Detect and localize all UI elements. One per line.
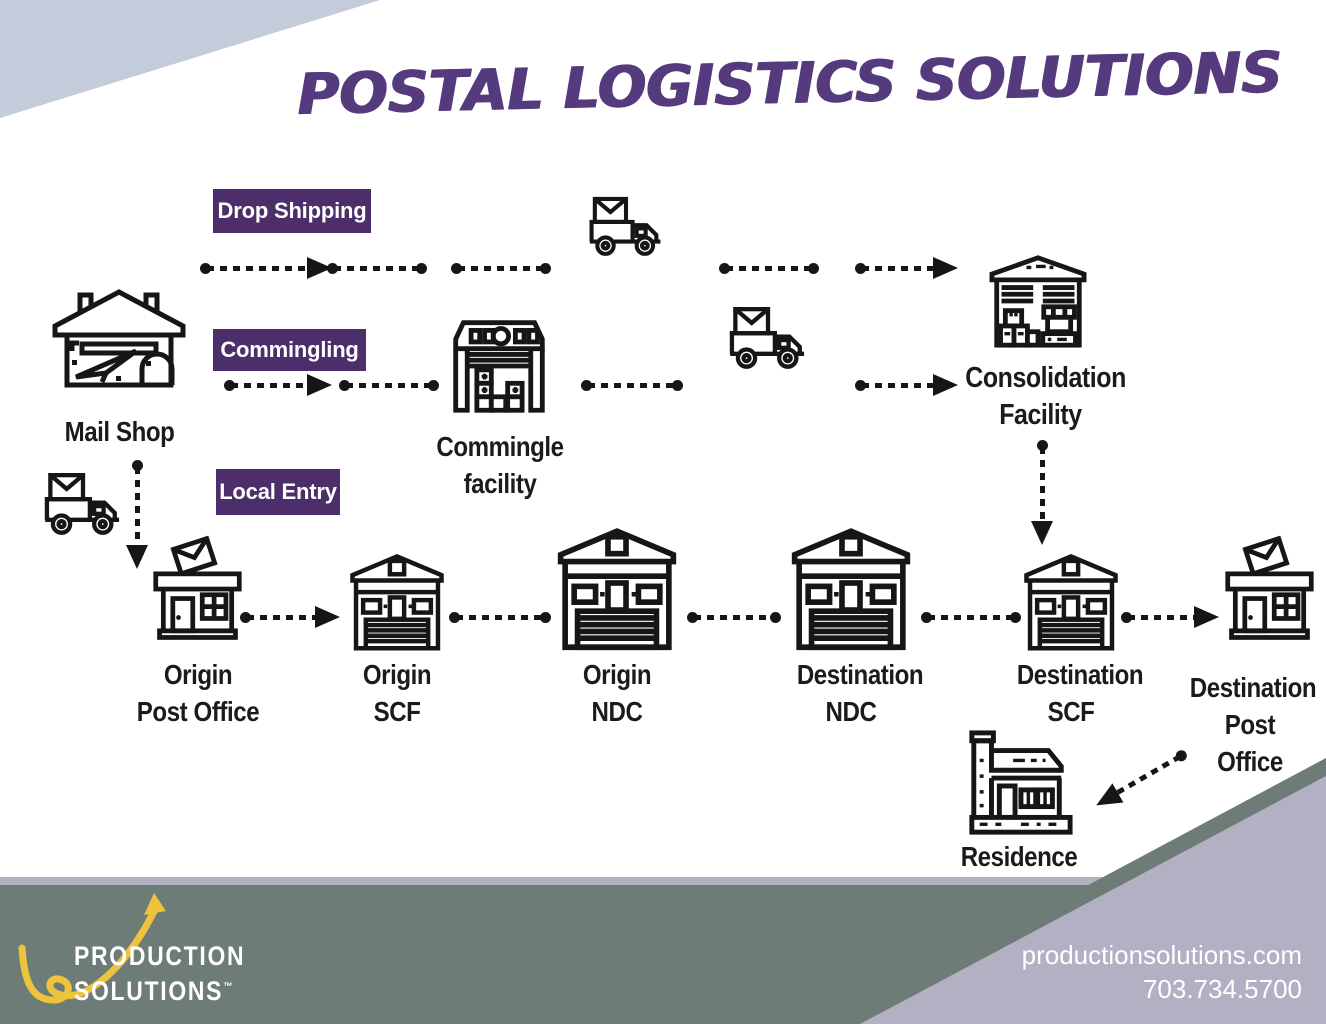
- label-line: Post Office: [1217, 709, 1283, 777]
- label-line: Consolidation: [965, 362, 1126, 394]
- website-text: productionsolutions.com: [1021, 940, 1302, 970]
- label-line: Origin: [362, 659, 432, 690]
- badge-commingling: Commingling: [213, 329, 366, 371]
- label-line: Origin: [582, 659, 652, 690]
- connector-localentry-5: [1121, 606, 1219, 628]
- label-line: Commingle: [436, 431, 564, 462]
- connector-dropship-1: [200, 257, 332, 279]
- origin-ndc-icon: [557, 528, 677, 651]
- label-line: SCF: [373, 696, 421, 727]
- label-line: Destination: [1016, 659, 1144, 690]
- connector-localentry-4: [921, 612, 1021, 623]
- mail-truck-icon: [729, 307, 805, 369]
- label-line: facility: [463, 468, 537, 499]
- trademark: ™: [223, 981, 233, 993]
- label-line: SCF: [1047, 696, 1095, 727]
- production-solutions-logo-swoosh-icon: [18, 893, 166, 1004]
- connector-dropship-3: [451, 263, 551, 274]
- destination-post-office-icon: [1225, 535, 1314, 640]
- connector-dropship-4: [719, 263, 819, 274]
- phone-text: 703.734.5700: [1142, 974, 1302, 1004]
- connector-dropship-2: [327, 263, 427, 274]
- badge-drop-shipping: Drop Shipping: [213, 189, 371, 233]
- connector-commingle-1: [224, 374, 332, 396]
- mail-shop-label: Mail Shop: [64, 416, 175, 447]
- commingle-facility-label: Commingle facility: [436, 428, 564, 502]
- label-line: NDC: [591, 696, 643, 727]
- page-title: POSTAL LOGISTICS SOLUTIONS: [295, 39, 1283, 129]
- connector-consolidation-to-dscf: [1030, 440, 1053, 545]
- origin-ndc-label: Origin NDC: [570, 656, 665, 730]
- origin-post-office-icon: [153, 535, 242, 640]
- origin-post-office-label: Origin Post Office: [129, 656, 267, 730]
- company-line: PRODUCTION: [74, 941, 246, 971]
- connector-commingle-2: [339, 380, 439, 391]
- commingle-facility-icon: [453, 320, 545, 413]
- connector-mailshop-to-opo: [125, 460, 148, 569]
- company-name: PRODUCTION SOLUTIONS™: [74, 941, 245, 1007]
- destination-post-office-label: Destination Post Office: [1189, 669, 1317, 780]
- label-line: Post Office: [136, 696, 260, 727]
- origin-scf-icon: [350, 554, 444, 651]
- connector-dpo-to-residence: [1116, 754, 1182, 795]
- consolidation-facility-label: Consolidation Facility: [965, 360, 1126, 434]
- footer-contact: productionsolutions.com 703.734.5700: [990, 938, 1302, 1006]
- destination-scf-icon: [1024, 554, 1118, 651]
- mail-truck-icon: [44, 473, 120, 535]
- connector-localentry-2: [449, 612, 551, 623]
- label-line: Facility: [999, 399, 1082, 431]
- destination-scf-label: Destination SCF: [1016, 656, 1144, 730]
- company-line: SOLUTIONS: [74, 976, 224, 1006]
- connector-dropship-5: [855, 257, 958, 279]
- connector-commingle-3: [581, 380, 683, 391]
- mail-truck-icon: [589, 196, 661, 256]
- destination-ndc-label: Destination NDC: [796, 656, 924, 730]
- connector-localentry-3: [687, 612, 781, 623]
- consolidation-facility-icon: [989, 255, 1087, 348]
- destination-ndc-icon: [791, 528, 911, 651]
- connector-localentry-1: [240, 606, 340, 628]
- footer-lavender-strip: [0, 877, 1326, 885]
- label-line: NDC: [825, 696, 877, 727]
- origin-scf-label: Origin SCF: [356, 656, 439, 730]
- mail-shop-icon: [52, 289, 186, 388]
- connector-commingle-4: [855, 374, 958, 396]
- label-line: Destination: [1189, 672, 1317, 703]
- badge-local-entry: Local Entry: [216, 469, 340, 515]
- label-line: Origin: [163, 659, 233, 690]
- residence-icon: [969, 730, 1073, 835]
- label-line: Destination: [796, 659, 924, 690]
- residence-label: Residence: [960, 841, 1078, 872]
